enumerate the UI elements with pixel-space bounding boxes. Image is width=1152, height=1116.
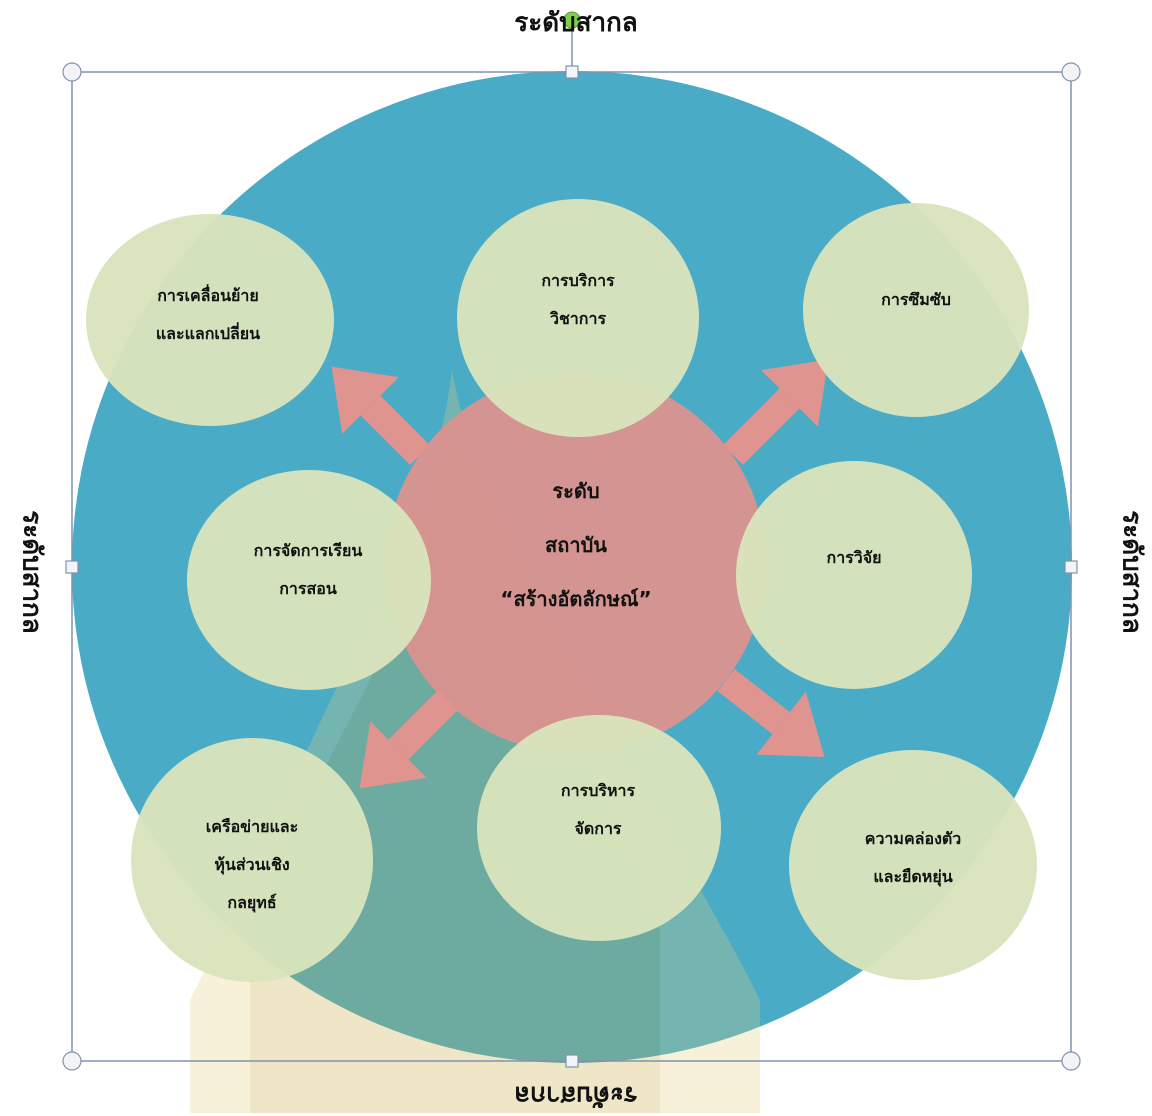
node-teaching-line-1: การจัดการเรียน	[254, 532, 363, 570]
node-flexibility: ความคล่องตัว และยืดหยุ่น	[813, 808, 1013, 908]
center-line-2: สถาบัน	[545, 518, 607, 572]
center-line-1: ระดับ	[552, 464, 599, 518]
side-handle-right	[1065, 561, 1077, 573]
outer-label-bottom: ระดับสากล	[0, 1075, 1152, 1116]
corner-handle-top-left	[63, 63, 81, 81]
node-flexibility-line-1: ความคล่องตัว	[865, 820, 962, 858]
node-research-line-1: การวิจัย	[827, 539, 882, 577]
node-service-line-1: การบริการ	[541, 262, 614, 300]
node-flexibility-line-2: และยืดหยุ่น	[873, 858, 952, 896]
corner-handle-bottom-right	[1062, 1052, 1080, 1070]
node-teaching: การจัดการเรียน การสอน	[208, 520, 408, 620]
node-service-line-2: วิชาการ	[550, 300, 606, 338]
node-network-line-3: กลยุทธ์	[227, 884, 276, 922]
outer-label-left: ระดับสากล	[12, 472, 53, 672]
node-absorb: การซึมซับ	[816, 280, 1016, 320]
node-mobility: การเคลื่อนย้าย และแลกเปลี่ยน	[108, 265, 308, 365]
node-mobility-line-2: และแลกเปลี่ยน	[156, 315, 260, 353]
node-network-line-2: หุ้นส่วนเชิง	[214, 846, 289, 884]
node-management-line-1: การบริหาร	[561, 772, 635, 810]
corner-handle-top-right	[1062, 63, 1080, 81]
outer-label-right: ระดับสากล	[1112, 472, 1152, 672]
node-management: การบริหาร จัดการ	[498, 760, 698, 860]
node-absorb-line-1: การซึมซับ	[881, 281, 951, 319]
node-management-line-2: จัดการ	[574, 810, 621, 848]
side-handle-left	[66, 561, 78, 573]
side-handle-bottom	[566, 1055, 578, 1067]
node-network: เครือข่ายและ หุ้นส่วนเชิง กลยุทธ์	[152, 790, 352, 940]
outer-label-top: ระดับสากล	[0, 2, 1152, 43]
center-text: ระดับ สถาบัน “สร้างอัตลักษณ์”	[436, 440, 716, 650]
node-service: การบริการ วิชาการ	[478, 250, 678, 350]
side-handle-top	[566, 66, 578, 78]
node-research: การวิจัย	[754, 538, 954, 578]
corner-handle-bottom-left	[63, 1052, 81, 1070]
node-teaching-line-2: การสอน	[279, 570, 337, 608]
center-line-3: “สร้างอัตลักษณ์”	[500, 572, 651, 626]
node-mobility-line-1: การเคลื่อนย้าย	[157, 277, 259, 315]
node-network-line-1: เครือข่ายและ	[206, 808, 298, 846]
